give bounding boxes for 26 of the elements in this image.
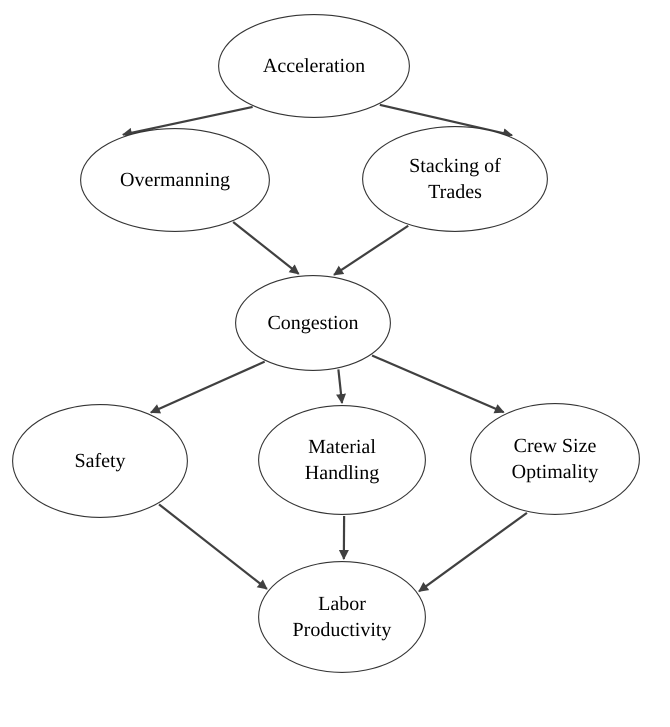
arrow xyxy=(338,516,349,560)
ellipse-node xyxy=(235,275,391,371)
arrow xyxy=(336,369,346,404)
ellipse-node xyxy=(218,14,410,118)
ellipse-node xyxy=(258,561,426,673)
ellipse-node xyxy=(362,126,548,232)
arrow xyxy=(122,106,253,138)
ellipse-node xyxy=(470,403,640,515)
node-label: Overmanning xyxy=(120,168,230,193)
arrow xyxy=(232,221,300,275)
arrow xyxy=(150,360,266,414)
node-label: Crew Size Optimality xyxy=(510,434,600,485)
node-label: Safety xyxy=(74,449,126,474)
node-label: Stacking of Trades xyxy=(408,154,502,205)
node-label: Labor Productivity xyxy=(292,592,392,643)
node-label: Acceleration xyxy=(262,54,366,79)
arrow xyxy=(418,512,528,592)
node-label: Material Handling xyxy=(304,435,380,486)
ellipse-node xyxy=(12,404,188,518)
arrow xyxy=(158,503,268,590)
arrow xyxy=(380,104,513,138)
arrow xyxy=(372,354,505,414)
ellipse-node xyxy=(258,405,426,515)
arrow xyxy=(333,224,409,276)
node-label: Congestion xyxy=(267,311,359,336)
ellipse-node xyxy=(80,128,270,232)
